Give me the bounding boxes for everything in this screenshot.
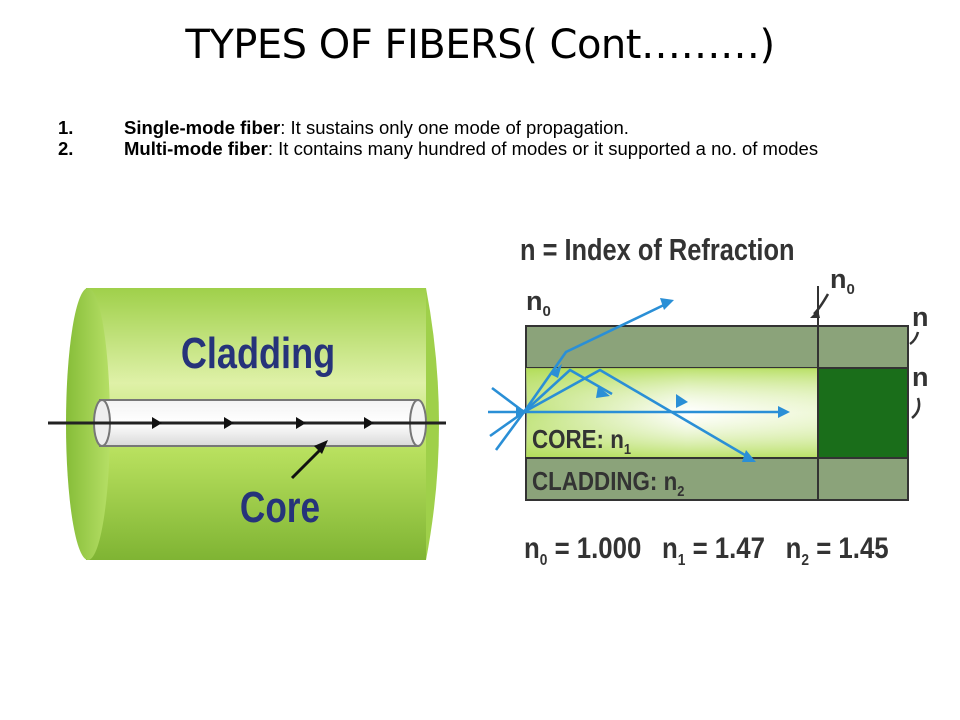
bullet-term: Multi-mode fiber (124, 138, 268, 159)
subscript: 2 (801, 551, 809, 569)
n2-right-pointer (909, 331, 920, 346)
light-arrows (152, 417, 374, 429)
ray-arrowheads (516, 298, 790, 462)
ray-zigzag (523, 368, 751, 460)
bullet-item-single-mode: 1. Single-mode fiber: It sustains only on… (58, 118, 898, 137)
n0-value: = 1.000 (547, 531, 641, 564)
arrowhead (364, 417, 374, 429)
cladding-top-band (525, 325, 909, 369)
n-symbol: n (830, 264, 847, 294)
slide-title: TYPES OF FIBERS( Cont………) (185, 22, 775, 68)
light-rays (488, 302, 778, 460)
cladding-label: Cladding (181, 329, 335, 378)
bullet-list: 1. Single-mode fiber: It sustains only on… (58, 118, 898, 160)
core-label: Core (240, 483, 320, 532)
n0-symbol: n (524, 531, 540, 564)
n2-symbol: n (786, 531, 802, 564)
refraction-index-figure: n = Index of Refraction n0 n0 n2 n1 (488, 233, 928, 569)
cladding-text: CLADDING: n (532, 467, 677, 496)
n-symbol: n (912, 362, 928, 392)
core-text: CORE: n (532, 425, 624, 454)
cladding-band-label: CLADDING: n2 (532, 467, 685, 499)
arrowhead (660, 298, 674, 310)
n-symbol: n (912, 302, 928, 332)
bullet-number: 2. (58, 138, 74, 159)
n2-right-label: n2 (912, 302, 928, 336)
subscript: 0 (540, 551, 548, 569)
bullet-term: Single-mode fiber (124, 117, 281, 138)
ray-incident-4 (494, 411, 526, 451)
arrowhead (596, 386, 610, 398)
ray-escaping (522, 302, 667, 413)
arrowhead (778, 406, 790, 418)
core-pointer-arrowhead (314, 440, 328, 454)
arrowhead (676, 394, 688, 408)
arrowhead (296, 417, 306, 429)
core-end-face (817, 367, 909, 459)
arrowhead (550, 364, 562, 378)
n0-top-pointer (813, 293, 830, 315)
n0-top-label: n0 (830, 264, 855, 298)
bullet-number: 1. (58, 117, 74, 138)
bullet-item-multi-mode: 2. Multi-mode fiber: It contains many hun… (58, 139, 898, 158)
subscript: 2 (677, 482, 684, 499)
n-symbol: n (526, 286, 543, 316)
arrowhead (224, 417, 234, 429)
subscript: 1 (678, 551, 686, 569)
n1-right-label: n1 (912, 362, 928, 396)
arrowhead (742, 450, 756, 462)
n2-value: = 1.45 (809, 531, 889, 564)
arrowhead (152, 417, 162, 429)
n0-left-label: n0 (526, 286, 551, 320)
figure-heading: n = Index of Refraction (520, 233, 795, 268)
subscript: 1 (624, 440, 631, 457)
core-pointer-line (290, 446, 324, 480)
n1-value: = 1.47 (685, 531, 765, 564)
n1-right-pointer (911, 397, 921, 419)
subscript: 0 (543, 303, 551, 320)
n1-symbol: n (662, 531, 678, 564)
core-band-label: CORE: n1 (532, 425, 631, 457)
bullet-text: : It sustains only one mode of propagati… (280, 117, 629, 138)
bullet-text: : It contains many hundred of modes or i… (267, 138, 819, 159)
cladding-bottom-band (525, 457, 909, 501)
single-mode-fiber-figure: Cladding Core (48, 288, 446, 560)
arrowhead (516, 406, 528, 418)
subscript: 0 (847, 281, 855, 298)
